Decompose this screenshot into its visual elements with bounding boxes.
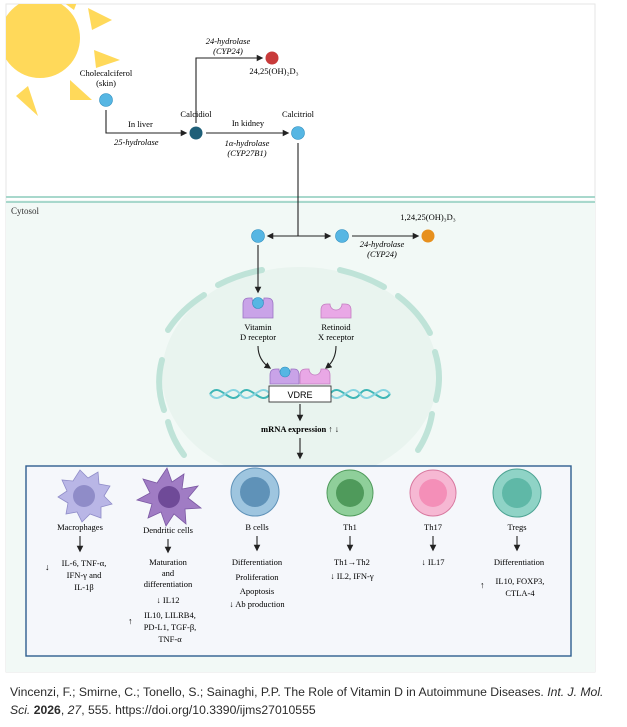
th1-effect-1: Th1→Th2 bbox=[334, 557, 370, 567]
citation-pages-doi[interactable]: , 555. https://doi.org/10.3390/ijms27010… bbox=[81, 703, 316, 717]
cytosol-calcitriol-molecule-2 bbox=[335, 229, 349, 243]
hydrolase-25-label: 25-hydrolase bbox=[114, 137, 159, 147]
tregs-label: Tregs bbox=[507, 522, 526, 532]
th17-effect-1: ↓ IL17 bbox=[422, 557, 445, 567]
calcitriol-molecule bbox=[291, 126, 305, 140]
b-cells-effect-3: Apoptosis bbox=[240, 586, 274, 596]
tregs-effect-1: Differentiation bbox=[494, 557, 545, 567]
trihydroxy-label: 1,24,25(OH)₃D₃ bbox=[400, 212, 456, 222]
dihydroxy-24-25-label: 24,25(OH)₂D₃ bbox=[249, 66, 298, 76]
cholecalciferol-molecule bbox=[99, 93, 113, 107]
th17-label: Th17 bbox=[424, 522, 442, 532]
dendritic-il12: ↓ IL12 bbox=[157, 595, 180, 605]
tregs-extra-2: CTLA-4 bbox=[505, 588, 535, 598]
dendritic-cells-label: Dendritic cells bbox=[143, 525, 193, 535]
b-cell-icon bbox=[230, 467, 280, 517]
dendritic-effect-2: and bbox=[162, 568, 175, 578]
b-cells-effect-2: Proliferation bbox=[236, 572, 280, 582]
dendritic-effect-1: Maturation bbox=[149, 557, 188, 567]
calcitriol-label: Calcitriol bbox=[282, 109, 315, 119]
liver-arrow bbox=[105, 110, 188, 137]
dendritic-cell-icon bbox=[135, 467, 203, 527]
vdr-label-line1: Vitamin bbox=[244, 322, 272, 332]
treg-cell-icon bbox=[492, 468, 542, 518]
cyp24-top-label: (CYP24) bbox=[213, 46, 243, 56]
skin-label: (skin) bbox=[96, 78, 116, 88]
vitamin-d-pathway-figure: Cytosol Cholecalciferol (skin) In liver … bbox=[5, 3, 596, 673]
b-cells-effect-4: ↓ Ab production bbox=[229, 599, 285, 609]
figure-citation: Vincenzi, F.; Smirne, C.; Tonello, S.; S… bbox=[10, 685, 604, 717]
vdr-to-dna-arrow bbox=[257, 345, 272, 369]
trihydroxy-molecule bbox=[421, 229, 435, 243]
rxr-receptor-icon bbox=[320, 303, 352, 319]
dendritic-extra-2: PD-L1, TGF-β, bbox=[144, 622, 197, 632]
rxr-label-line2: X receptor bbox=[318, 332, 354, 342]
in-liver-label: In liver bbox=[128, 119, 153, 129]
th1-effect-2: ↓ IL2, IFN-γ bbox=[330, 571, 373, 581]
alpha-hydrolase-label: 1α-hydrolase bbox=[225, 138, 270, 148]
mrna-label: mRNA expression ↑ ↓ bbox=[261, 424, 339, 434]
dendritic-extra-3: TNF-α bbox=[158, 634, 182, 644]
macrophages-effect-2: IFN-γ and bbox=[67, 570, 102, 580]
cyp24-top-arrow bbox=[195, 54, 264, 123]
th1-label: Th1 bbox=[343, 522, 357, 532]
macrophages-effect-3: IL-1β bbox=[74, 582, 93, 592]
dendritic-effect-3: differentiation bbox=[144, 579, 193, 589]
dihydroxy-24-25-molecule bbox=[265, 51, 279, 65]
immune-cells-panel bbox=[25, 465, 572, 657]
cyp27b1-label: (CYP27B1) bbox=[227, 148, 266, 158]
b-cells-label: B cells bbox=[245, 522, 268, 532]
macrophage-cell-icon bbox=[57, 469, 113, 523]
citation-journal: Int. J. Mol. Sci. bbox=[10, 685, 604, 717]
macrophages-down-arrow: ↓ bbox=[45, 562, 50, 572]
rxr-dimer-icon bbox=[299, 368, 331, 385]
citation-volume: 27 bbox=[67, 703, 82, 717]
tregs-up-arrow: ↑ bbox=[480, 580, 485, 590]
rxr-label-line1: Retinoid bbox=[321, 322, 351, 332]
calcidiol-molecule bbox=[189, 126, 203, 140]
sun-icon bbox=[6, 4, 120, 116]
tregs-extra-1: IL10, FOXP3, bbox=[496, 576, 545, 586]
b-cells-effect-1: Differentiation bbox=[232, 557, 283, 567]
citation-year: 2026 bbox=[33, 703, 61, 717]
bound-calcitriol-icon bbox=[279, 366, 291, 378]
nuclear-envelope bbox=[156, 267, 442, 458]
citation-authors: Vincenzi, F.; Smirne, C.; Tonello, S.; S… bbox=[10, 685, 544, 699]
vdre-label: VDRE bbox=[287, 390, 312, 400]
th1-cell-icon bbox=[326, 469, 374, 517]
macrophages-label: Macrophages bbox=[57, 522, 103, 532]
th17-cell-icon bbox=[409, 469, 457, 517]
dendritic-up-arrow: ↑ bbox=[128, 616, 133, 626]
vdr-receptor-icon bbox=[242, 297, 274, 319]
cyp24-label: (CYP24) bbox=[367, 249, 397, 259]
cholecalciferol-label: Cholecalciferol bbox=[80, 68, 133, 78]
rxr-to-dna-arrow bbox=[324, 345, 337, 369]
vdr-label-line2: D receptor bbox=[240, 332, 276, 342]
hydrolase-24-top-label: 24-hydrolase bbox=[206, 36, 251, 46]
cytosol-calcitriol-molecule bbox=[251, 229, 265, 243]
vdre-box bbox=[268, 385, 332, 403]
dendritic-extra-1: IL10, LILRB4, bbox=[144, 610, 196, 620]
cytosol-label: Cytosol bbox=[11, 206, 40, 216]
in-kidney-label: In kidney bbox=[232, 118, 265, 128]
dna-helix-icon bbox=[209, 388, 391, 400]
macrophages-effect-1: IL-6, TNF-α, bbox=[62, 558, 107, 568]
hydrolase-24-label: 24-hydrolase bbox=[360, 239, 405, 249]
